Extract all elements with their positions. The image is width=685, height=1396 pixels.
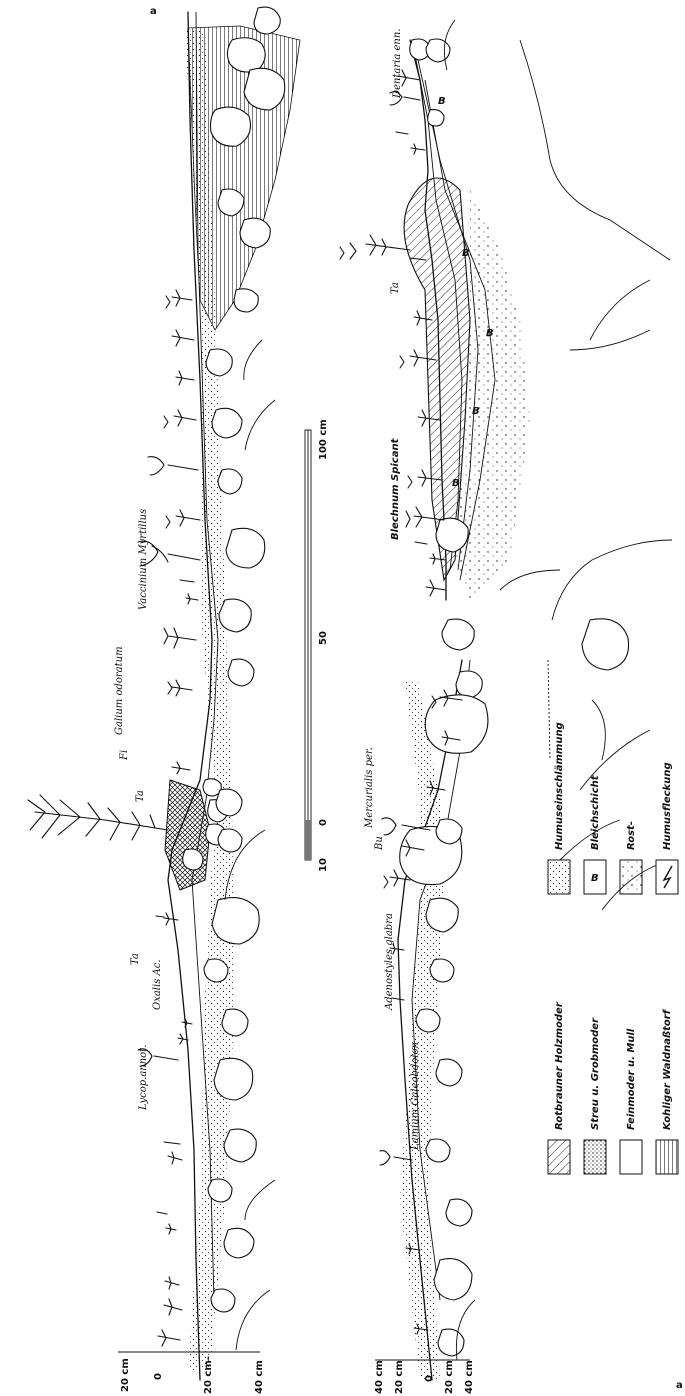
plant-label: Ta [390, 282, 401, 294]
scale-tick: 100 cm [318, 419, 329, 460]
plant-label: Dentaria enn. [392, 29, 403, 99]
profile-mark: a [676, 1380, 683, 1391]
axis-label: 20 cm [120, 1358, 131, 1392]
svg-text:Streu u. Grobmoder: Streu u. Grobmoder [590, 1017, 601, 1130]
plant-label: Bu [374, 836, 385, 851]
plant-label: Mercurialis per. [364, 747, 375, 829]
axis-label: 40 cm [374, 1360, 385, 1394]
axis-label: 20 cm [394, 1360, 405, 1394]
plant-label: Ta [135, 790, 146, 802]
svg-text:Humuseinschlämmung: Humuseinschlämmung [554, 722, 565, 850]
svg-text:B: B [591, 873, 599, 884]
svg-text:Bleichschicht: Bleichschicht [590, 774, 601, 850]
bleach-mark: B [486, 328, 494, 339]
svg-text:Kohliger Waldnaßtorf: Kohliger Waldnaßtorf [662, 1008, 673, 1130]
plant-label: Lamium Galeobdolon [410, 1042, 421, 1151]
spruce-tree-icon [28, 795, 168, 840]
profile-c: B B B B B [340, 20, 672, 910]
legend-item: Rotbrauner Holzmoder [548, 1001, 570, 1174]
svg-text:Feinmoder u. Mull: Feinmoder u. Mull [626, 1028, 637, 1130]
bleach-mark: B [452, 478, 460, 489]
bleach-mark: B [472, 406, 480, 417]
legend-item: Rost- [620, 821, 642, 894]
axis-label: 20 cm [444, 1360, 455, 1394]
plant-label: Blechnum Spicant [390, 437, 401, 540]
scale-bar: 10 0 50 100 cm [305, 419, 329, 872]
plant-label: Oxalis Ac. [152, 959, 163, 1010]
scale-tick: 0 [318, 819, 329, 826]
svg-text:Rotbrauner Holzmoder: Rotbrauner Holzmoder [554, 1001, 565, 1130]
plant-label: Vaccinium Myrtillus [138, 509, 149, 610]
plant-label: Adenostyles glabra [384, 913, 395, 1011]
woody-moder-block [165, 780, 210, 890]
legend-item: Feinmoder u. Mull [620, 1028, 642, 1174]
axis-label: 40 cm [464, 1360, 475, 1394]
legend-item: Kohliger Waldnaßtorf [656, 1008, 678, 1174]
profile-mark: a [150, 6, 157, 17]
bleach-mark: B [462, 248, 470, 259]
scale-tick: 50 [318, 631, 329, 645]
profile-b: 40 cm 20 cm 0 20 cm 40 cm [364, 660, 683, 1394]
svg-text:Humusfleckung: Humusfleckung [662, 762, 673, 850]
profile-a: 20 cm 0 20 cm- 40 cm [28, 6, 300, 1394]
axis-label: 40 cm [254, 1360, 265, 1394]
legend-item: B Bleichschicht [584, 774, 606, 894]
plant-label: Lycop.annot. [138, 1045, 149, 1111]
bleach-mark: B [438, 96, 446, 107]
legend-item: Humuseinschlämmung [548, 722, 570, 894]
plant-label: Galium odoratum [114, 646, 125, 735]
plant-label: Fi [119, 750, 130, 761]
legend-item: Humusfleckung [656, 762, 678, 894]
scale-tick: 10 [318, 858, 329, 872]
plant-label: Ta [130, 953, 141, 965]
legend: Rotbrauner Holzmoder Streu u. Grobmoder … [548, 722, 678, 1174]
axis-label: 0 [153, 1373, 164, 1380]
svg-text:Rost-: Rost- [626, 821, 637, 850]
legend-item: Streu u. Grobmoder [584, 1017, 606, 1174]
